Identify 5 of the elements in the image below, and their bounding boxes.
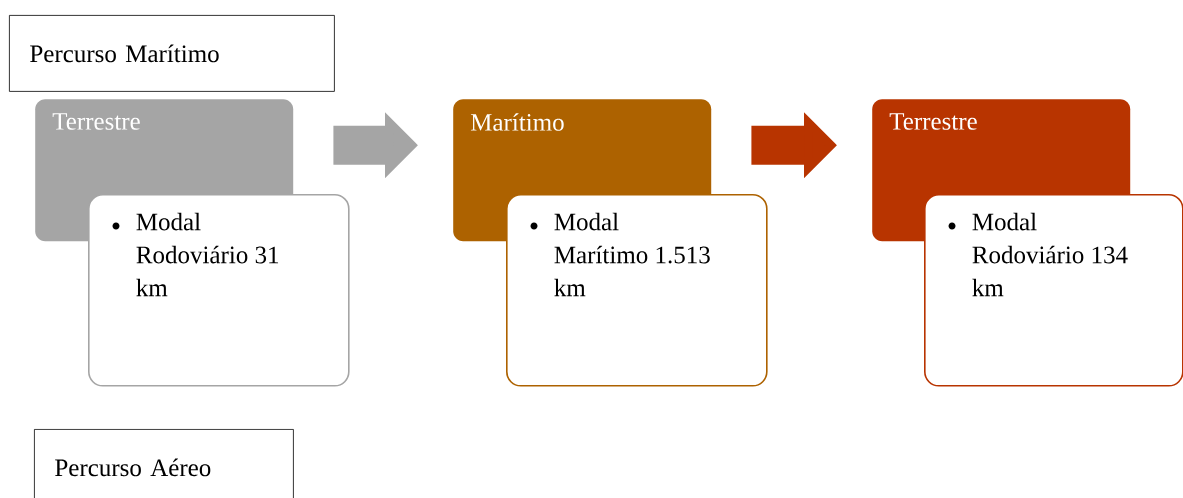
title-box: Percurso Aéreo	[34, 429, 294, 498]
content-box: Modal Rodoviário 134 km	[924, 194, 1183, 387]
content-box: Modal Marítimo 1.513 km	[506, 194, 768, 387]
title-box: Percurso Marítimo	[9, 15, 335, 92]
content-box: Modal Rodoviário 31 km	[88, 194, 350, 387]
